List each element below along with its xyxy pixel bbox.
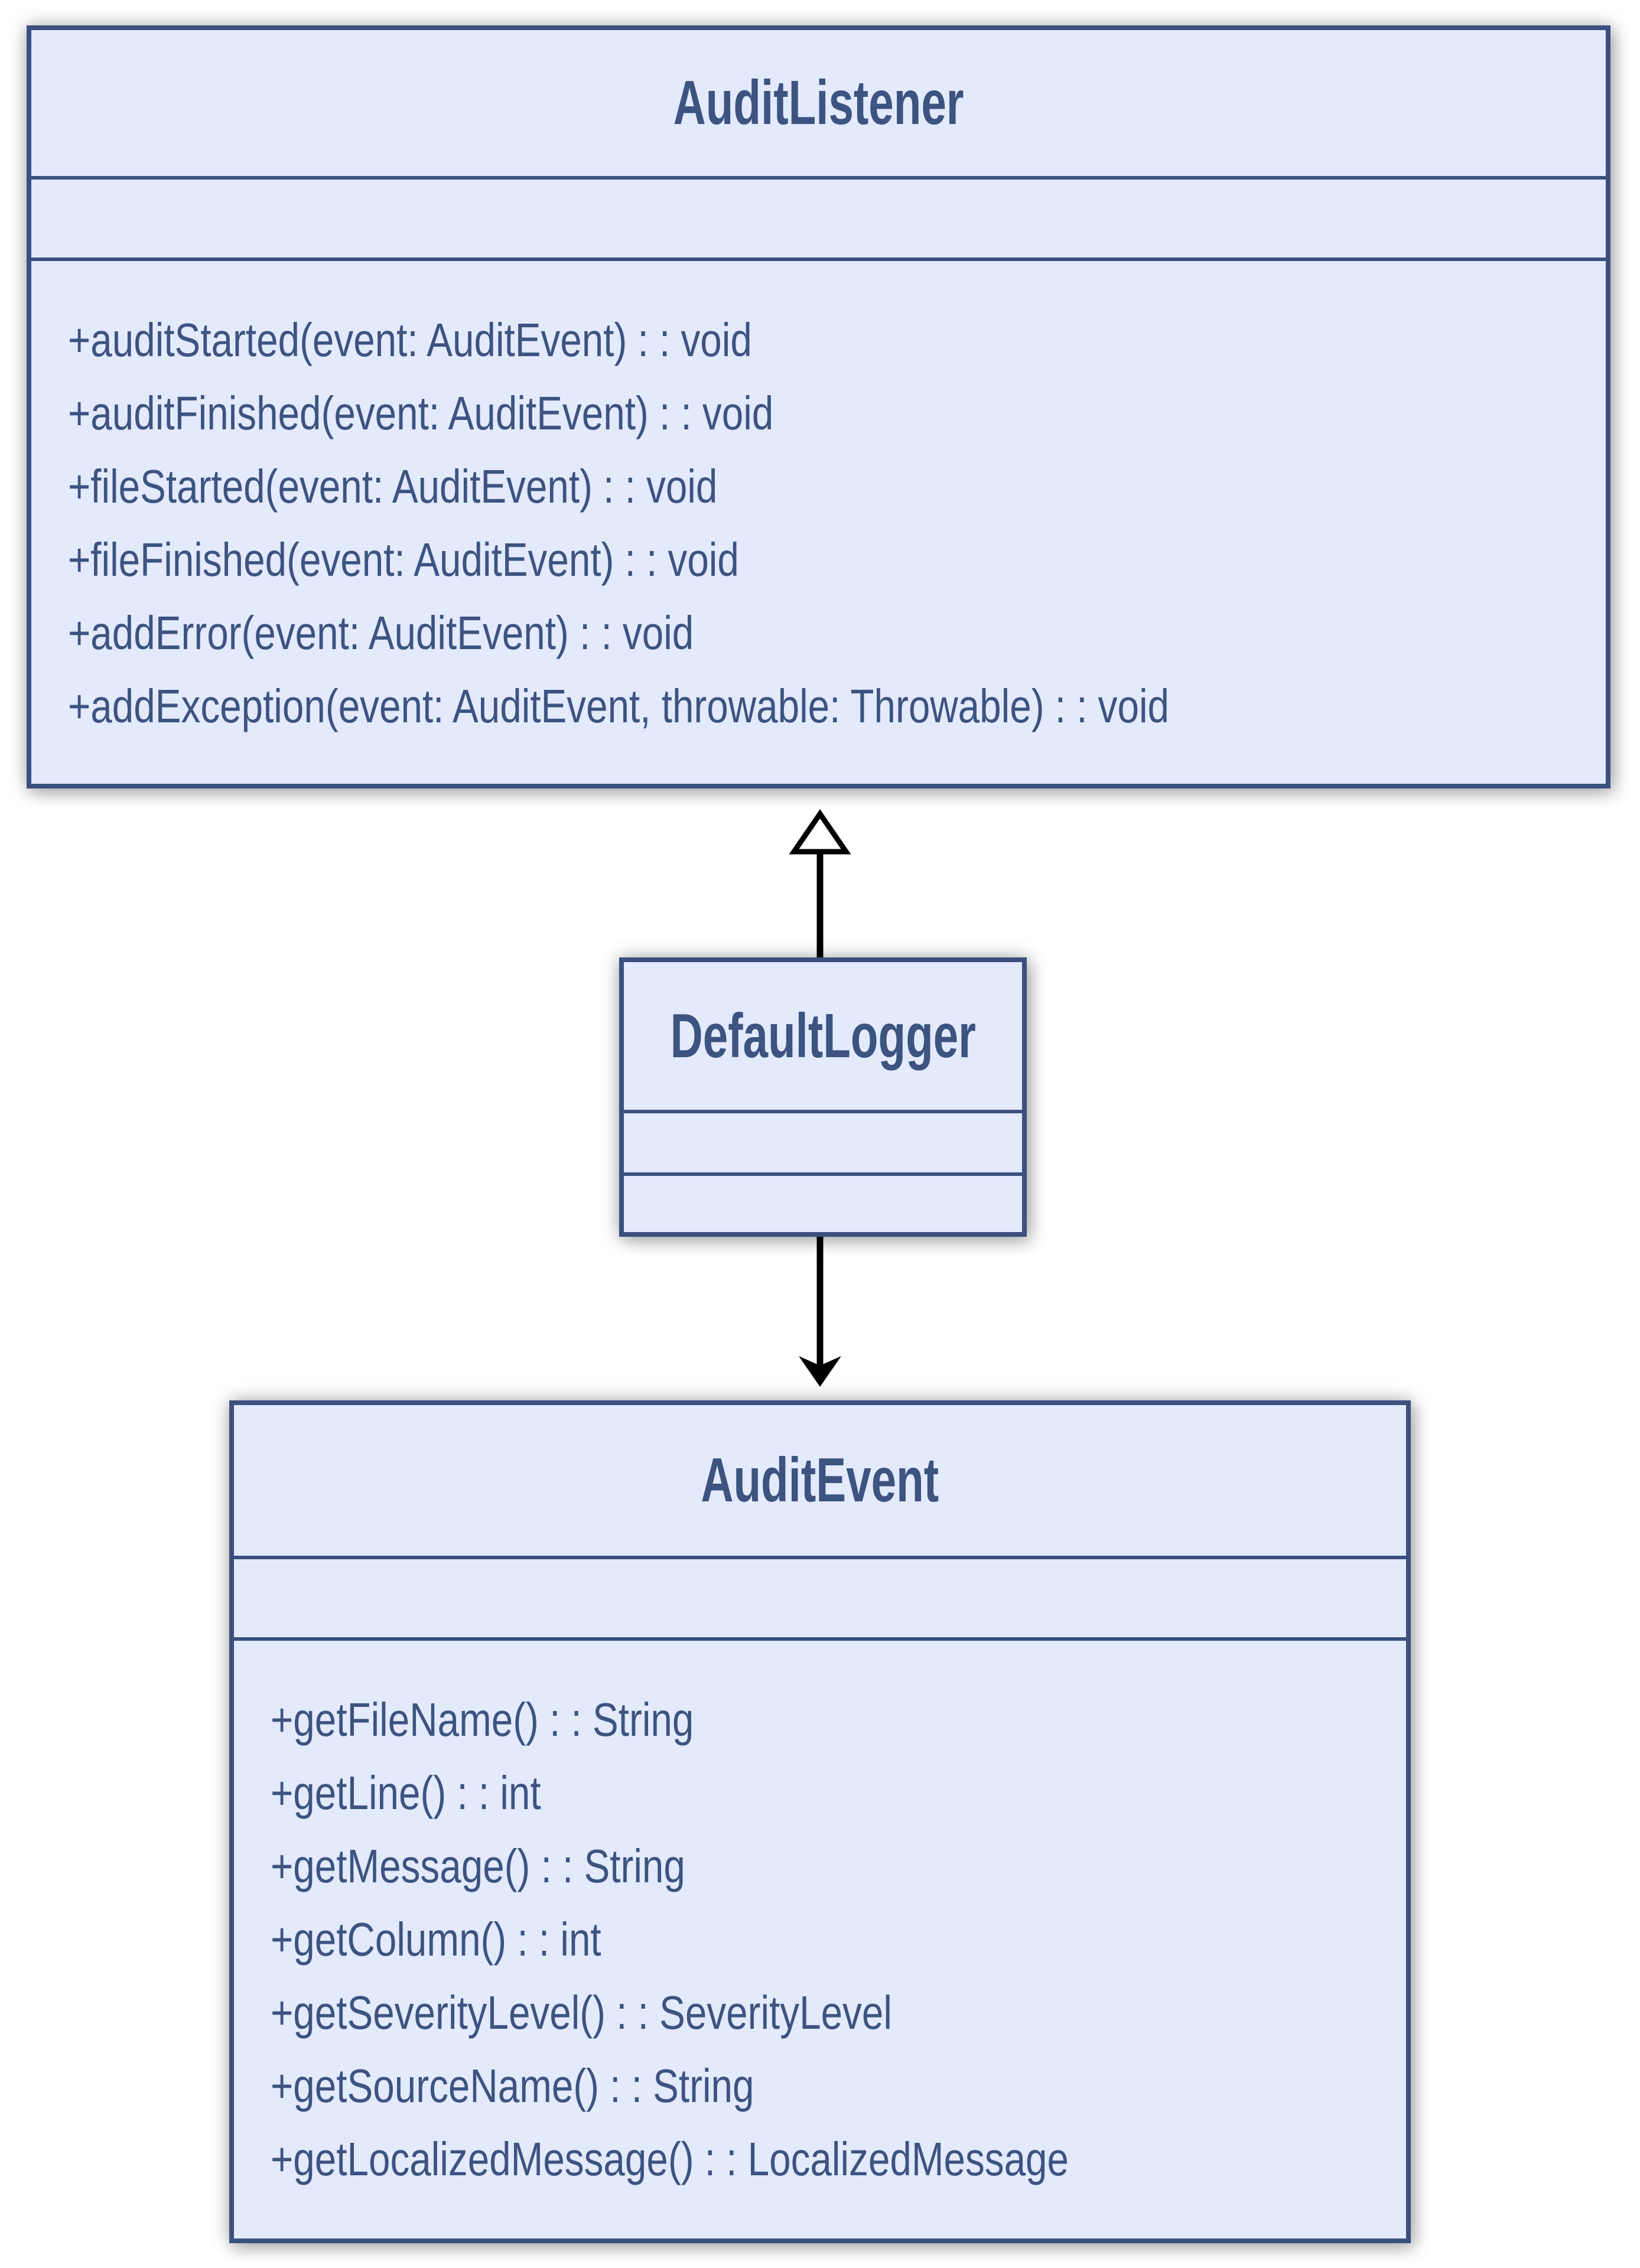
method-entry: +auditStarted(event: AuditEvent) : : voi… <box>68 314 752 366</box>
class-title-compartment: DefaultLogger <box>624 962 1022 1113</box>
methods-compartment: +getFileName() : : String +getLine() : : … <box>234 1641 1406 2238</box>
class-title-compartment: AuditListener <box>31 30 1606 180</box>
method-entry: +getFileName() : : String <box>271 1693 694 1746</box>
methods-compartment <box>624 1176 1022 1232</box>
method-entry: +getLine() : : int <box>271 1767 541 1819</box>
methods-compartment: +auditStarted(event: AuditEvent) : : voi… <box>31 261 1606 784</box>
class-name: AuditListener <box>673 68 964 138</box>
filled-arrowhead-icon <box>799 1356 841 1387</box>
class-title-compartment: AuditEvent <box>234 1405 1406 1559</box>
method-entry: +fileStarted(event: AuditEvent) : : void <box>68 460 718 513</box>
class-box-auditevent: AuditEvent +getFileName() : : String+get… <box>229 1400 1411 2243</box>
realization-arrow-shaft <box>816 849 824 960</box>
realization-arrow <box>789 809 851 960</box>
class-box-auditlistener: AuditListener +auditStarted(event: Audit… <box>27 25 1610 788</box>
hollow-triangle-arrowhead-icon <box>789 809 851 855</box>
attributes-compartment <box>234 1559 1406 1641</box>
method-entry: +getSourceName() : : String <box>271 2060 754 2112</box>
class-name: AuditEvent <box>701 1445 939 1515</box>
method-entry: +addException(event: AuditEvent, throwab… <box>68 680 1170 732</box>
method-entry: +addError(event: AuditEvent) : : void <box>68 607 694 659</box>
method-entry: +getMessage() : : String <box>271 1840 685 1892</box>
method-entry: +getSeverityLevel() : : SeverityLevel <box>271 1986 892 2039</box>
class-box-defaultlogger: DefaultLogger <box>619 957 1027 1237</box>
attributes-compartment <box>31 180 1606 261</box>
method-entry: +auditFinished(event: AuditEvent) : : vo… <box>68 387 774 439</box>
attributes-compartment <box>624 1113 1022 1176</box>
association-arrow-shaft <box>816 1234 824 1369</box>
association-arrow <box>799 1234 841 1387</box>
method-entry: +getColumn() : : int <box>271 1913 601 1966</box>
class-name: DefaultLogger <box>670 1001 976 1071</box>
method-entry: +getLocalizedMessage() : : LocalizedMess… <box>271 2133 1069 2185</box>
method-entry: +fileFinished(event: AuditEvent) : : voi… <box>68 533 739 586</box>
